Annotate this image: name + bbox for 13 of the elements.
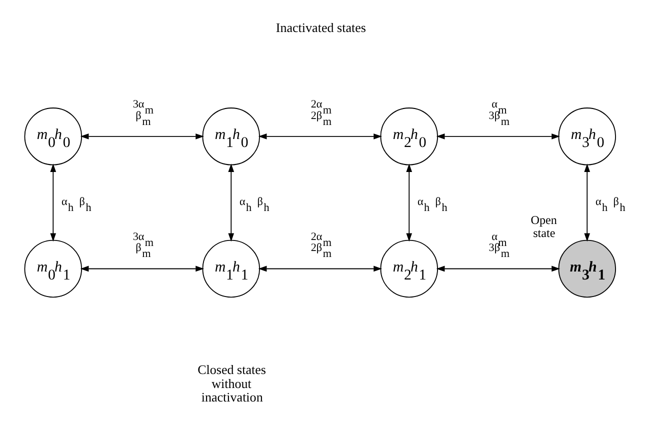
node-label: Open state [530, 212, 556, 240]
arrow [258, 266, 382, 272]
arrow [436, 133, 560, 140]
arrow [436, 266, 560, 272]
arrow [406, 164, 412, 242]
arrow [228, 164, 234, 242]
arrow [80, 133, 204, 140]
arrow [258, 133, 382, 140]
arrow [584, 164, 590, 242]
label: Closed states without inactivation [197, 362, 266, 405]
label: Inactivated states [275, 20, 366, 36]
arrow [50, 164, 56, 242]
arrow [80, 266, 204, 272]
